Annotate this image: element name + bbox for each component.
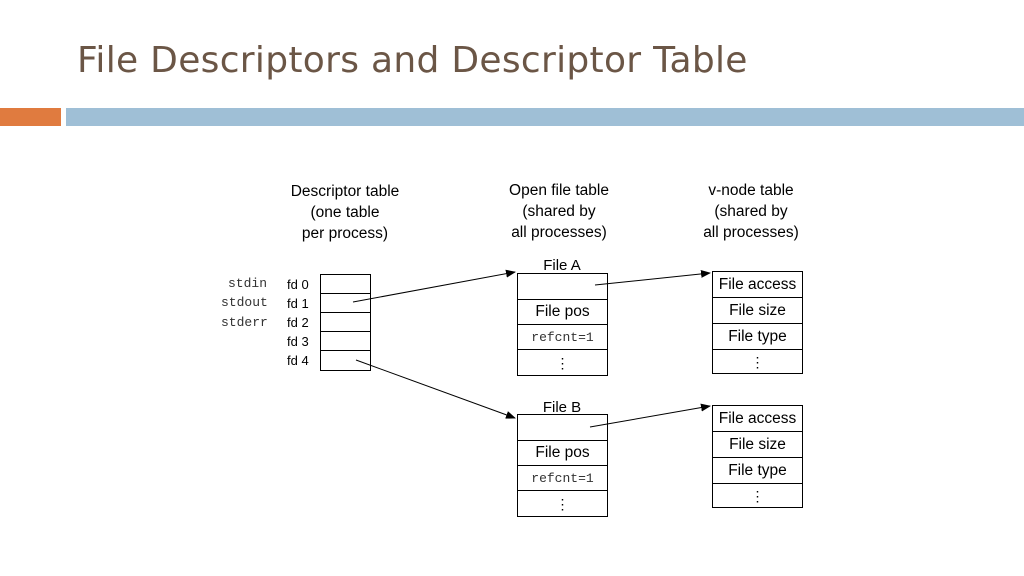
descriptor-table-header: Descriptor table (one table per process) — [290, 183, 400, 242]
vnode-a-size-cell: File size — [712, 297, 803, 324]
open-file-table-header: Open file table (shared by all processes… — [509, 182, 609, 241]
fd-label: fd 0 — [287, 277, 309, 292]
file-a-label: File A — [543, 257, 581, 274]
fd-label: fd 2 — [287, 315, 309, 330]
vnode-b-type-cell: File type — [712, 457, 803, 484]
descriptor-cell — [320, 350, 371, 371]
vnode-b-size-cell: File size — [712, 431, 803, 458]
file-b-pos-cell: File pos — [517, 440, 608, 466]
vnode-table-header: v-node table (shared by all processes) — [703, 182, 799, 241]
stdout-label: stdout — [221, 295, 268, 310]
file-a-more-cell: ⋮ — [517, 349, 608, 376]
vnode-a-more-cell: ⋮ — [712, 349, 803, 374]
slide-title: File Descriptors and Descriptor Table — [77, 40, 748, 81]
file-b-label: File B — [542, 399, 582, 416]
vnode-a-access-cell: File access — [712, 271, 803, 298]
stderr-label: stderr — [221, 315, 268, 330]
file-a-refcnt-cell: refcnt=1 — [517, 324, 608, 350]
file-a-pointer-cell — [517, 273, 608, 300]
vnode-a-type-cell: File type — [712, 323, 803, 350]
title-accent-bar — [0, 108, 61, 126]
fd4-to-file-b-arrow — [355, 359, 516, 419]
file-b-pointer-cell — [517, 414, 608, 441]
vnode-b-more-cell: ⋮ — [712, 483, 803, 508]
file-b-to-vnode-b-arrow — [589, 403, 711, 428]
file-a-pos-cell: File pos — [517, 299, 608, 325]
file-a-to-vnode-a-arrow — [594, 269, 711, 286]
fd-label: fd 1 — [287, 296, 309, 311]
file-b-more-cell: ⋮ — [517, 490, 608, 517]
fd-label: fd 3 — [287, 334, 309, 349]
fd-label: fd 4 — [287, 353, 309, 368]
title-divider-bar — [66, 108, 1024, 126]
stdin-label: stdin — [228, 276, 268, 291]
fd1-to-file-a-arrow — [352, 269, 516, 303]
